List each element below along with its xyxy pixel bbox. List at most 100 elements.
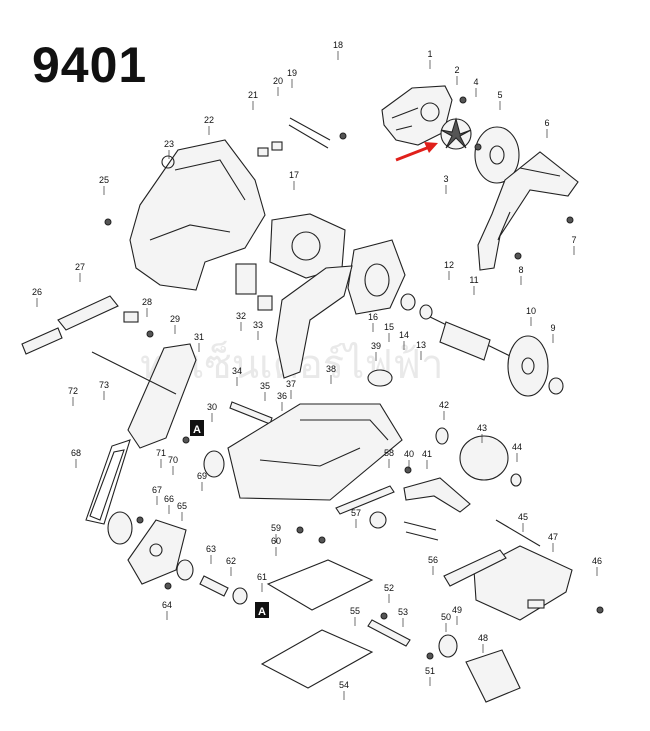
part-callout-60: 60 [271,536,281,546]
part-callout-46: 46 [592,556,602,566]
part-callout-36: 36 [277,391,287,401]
model-number-title: 9401 [32,37,148,93]
section-markers: AA [190,420,269,618]
part-callout-32: 32 [236,311,246,321]
part-callout-57: 57 [351,508,361,518]
part-callout-54: 54 [339,680,349,690]
part-callout-56: 56 [428,555,438,565]
part-callout-42: 42 [439,400,449,410]
part-callout-19: 19 [287,68,297,78]
part-callout-16: 16 [368,312,378,322]
part-rear-bracket [473,545,573,621]
part-callout-27: 27 [75,262,85,272]
part-callout-7: 7 [571,235,576,245]
part-tension-shaft [495,519,541,547]
part-callout-26: 26 [32,287,42,297]
part-callout-53: 53 [398,607,408,617]
highlight-arrow-shaft [395,144,433,162]
part-callout-18: 18 [333,40,343,50]
part-cord-guard [21,295,139,355]
part-callout-66: 66 [164,494,174,504]
part-callout-8: 8 [518,265,523,275]
part-drive-shaft [91,351,273,597]
part-callout-47: 47 [548,532,558,542]
part-armature-fan [507,335,564,397]
part-fan [440,117,472,150]
part-base-frame [227,369,403,501]
part-number-callouts: 1234567891011121314151617181920212223252… [32,40,602,690]
highlight-arrow-head [424,142,438,153]
section-marker-box-1 [255,602,269,618]
part-callout-51: 51 [425,666,435,676]
part-callout-10: 10 [526,306,536,316]
part-callout-67: 67 [152,485,162,495]
part-cover-plate [474,126,520,184]
part-callout-2: 2 [454,65,459,75]
part-callout-40: 40 [404,449,414,459]
part-callout-49: 49 [452,605,462,615]
part-callout-1: 1 [427,49,432,59]
part-baffle-plate [347,239,406,315]
part-callout-34: 34 [232,366,242,376]
part-belt-cover [127,343,197,449]
part-callout-61: 61 [257,572,267,582]
part-callout-35: 35 [260,381,270,391]
part-callout-38: 38 [326,364,336,374]
part-callout-73: 73 [99,380,109,390]
part-callout-39: 39 [371,341,381,351]
part-callout-28: 28 [142,297,152,307]
part-gear-housing [127,519,187,585]
part-callout-29: 29 [170,314,180,324]
part-callout-43: 43 [477,423,487,433]
part-callout-70: 70 [168,455,178,465]
part-callout-59: 59 [271,523,281,533]
part-screws-top [339,96,574,260]
part-callout-44: 44 [512,442,522,452]
part-callout-45: 45 [518,512,528,522]
part-platen [260,559,374,689]
part-callout-50: 50 [441,612,451,622]
part-armature [400,293,511,361]
part-callout-48: 48 [478,633,488,643]
part-front-roller [435,427,522,487]
part-lever-assembly [369,477,471,541]
part-rear-roller [438,634,521,703]
part-callout-23: 23 [164,139,174,149]
part-switch-plate [257,117,331,157]
part-callout-21: 21 [248,90,258,100]
part-callout-6: 6 [544,118,549,128]
part-callout-22: 22 [204,115,214,125]
part-callout-12: 12 [444,260,454,270]
part-callout-71: 71 [156,448,166,458]
part-callout-37: 37 [286,379,296,389]
part-callout-62: 62 [226,556,236,566]
part-callout-72: 72 [68,386,78,396]
part-callout-17: 17 [289,170,299,180]
part-callout-11: 11 [469,275,478,285]
part-motor-cover [381,85,453,146]
part-pulleys [107,450,248,605]
part-callout-69: 69 [197,471,207,481]
part-small-screws [104,218,604,660]
part-callout-5: 5 [497,90,502,100]
part-callout-4: 4 [473,77,478,87]
part-callout-65: 65 [177,501,187,511]
part-side-cover [275,265,353,379]
section-marker-label-0: A [193,424,201,436]
part-callout-33: 33 [253,320,263,330]
part-guide-plates [335,485,411,647]
part-callout-41: 41 [422,449,432,459]
part-handle [477,151,579,271]
part-callout-68: 68 [71,448,81,458]
part-callout-31: 31 [194,332,204,342]
part-callout-63: 63 [206,544,216,554]
section-marker-box-0 [190,420,204,436]
part-callout-55: 55 [350,606,360,616]
part-callout-52: 52 [384,583,394,593]
part-callout-64: 64 [162,600,172,610]
part-callout-9: 9 [550,323,555,333]
part-drive-belt [85,439,131,525]
part-callout-30: 30 [207,402,217,412]
section-marker-label-1: A [258,606,266,618]
